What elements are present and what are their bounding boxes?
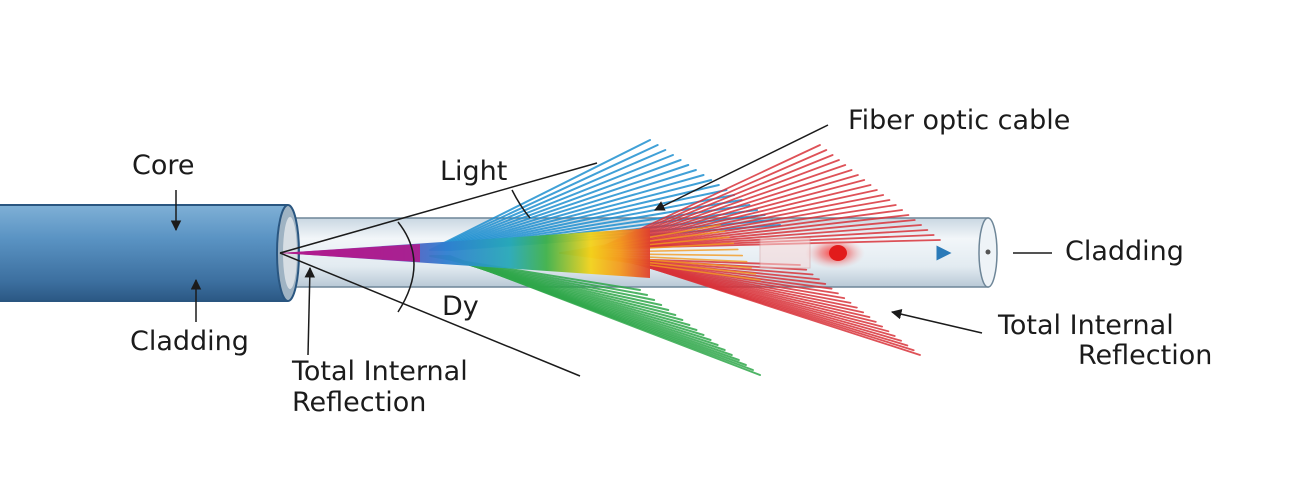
leader-arrows: [170, 124, 1052, 356]
spectrum-cone: [280, 228, 650, 278]
blue-ray: [430, 144, 659, 251]
light-label: Light: [440, 156, 507, 187]
dy-angle-arc: [397, 221, 415, 313]
outer-cable: [0, 204, 300, 302]
blue-ray: [429, 139, 651, 251]
tir-bottom-arrow: [304, 266, 316, 356]
light-ray-line: [279, 162, 598, 254]
fiber-cable-arrow: [654, 124, 829, 211]
green-ray: [449, 255, 761, 376]
blue-ray: [438, 179, 713, 251]
red-ray-upper: [608, 189, 878, 249]
tir-right-arrow: [890, 309, 983, 334]
acceptance-lines: [279, 162, 598, 377]
cladding-left-label: Cladding: [130, 326, 249, 357]
blue-ray: [432, 154, 674, 251]
red-ray-upper: [609, 194, 885, 249]
fiber-optic-cable-label: Fiber optic cable: [848, 105, 1070, 136]
dy-ray-line: [279, 252, 581, 377]
blue-ray: [431, 149, 667, 251]
red-ray-upper: [615, 224, 922, 249]
tir-right-label-line2: Reflection: [1078, 340, 1212, 371]
light-angle-arc: [511, 189, 531, 219]
blue-ray: [434, 164, 690, 251]
tir-bottom-label-line1: Total Internal: [291, 356, 468, 387]
core-label: Core: [132, 150, 195, 181]
spectrum-cone-source: [280, 244, 420, 262]
blue-ray: [437, 174, 705, 251]
tir-bottom-label-line2: Reflection: [292, 387, 426, 418]
fiber-core-dot: [985, 249, 991, 255]
tir-right-label-line1: Total Internal: [997, 310, 1174, 341]
blue-ray: [433, 159, 682, 251]
blue-ray: [436, 169, 697, 251]
red-ray-lower: [619, 257, 921, 356]
cladding-right-label: Cladding: [1065, 236, 1184, 267]
light-spot: [829, 245, 847, 261]
dy-label: Dy: [442, 291, 479, 322]
red-ray-upper: [613, 214, 910, 249]
red-ray-upper: [611, 204, 897, 249]
red-ray-upper: [612, 209, 904, 249]
inner-light-beam: [759, 237, 952, 269]
